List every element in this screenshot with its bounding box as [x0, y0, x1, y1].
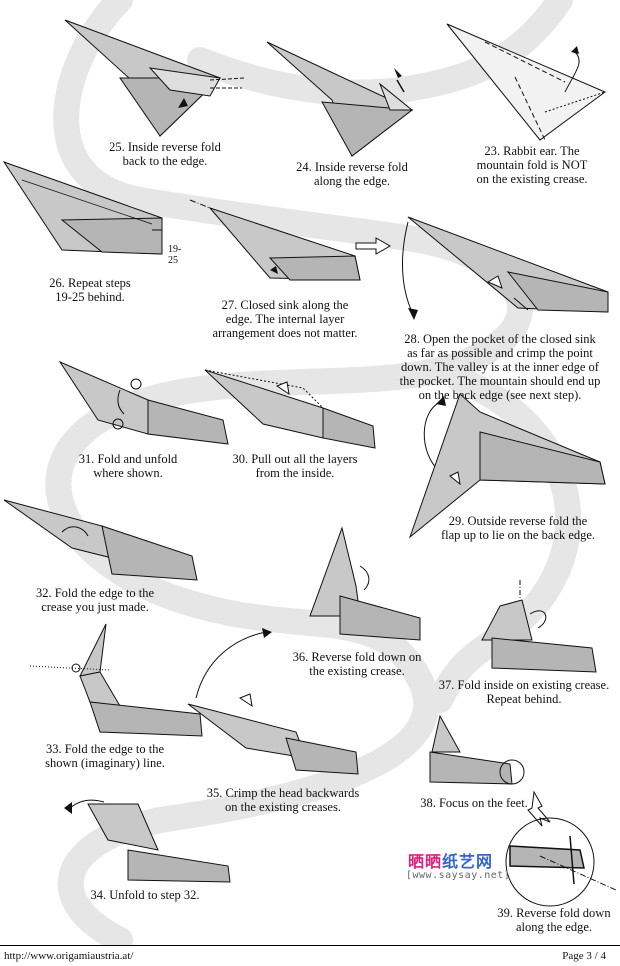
step-26-marker: 19-25: [168, 244, 182, 266]
step-33-diagram: [29, 623, 203, 737]
watermark: 晒晒纸艺网 [www.saysay.net]: [406, 848, 526, 888]
step-31-diagram: [58, 360, 229, 445]
step-37-diagram: [481, 580, 597, 673]
footer-url[interactable]: http://www.origamiaustria.at/: [4, 950, 134, 962]
step-26-diagram: [2, 161, 163, 255]
step-37-caption: 37. Fold inside on existing crease.Repea…: [438, 678, 610, 706]
step-32-diagram: [3, 499, 198, 581]
step-35-diagram: [187, 628, 359, 775]
step-38-caption: 38. Focus on the feet.: [420, 796, 528, 810]
watermark-url: [www.saysay.net]: [406, 870, 511, 881]
step-25-diagram: [64, 19, 246, 137]
step-27-diagram: [189, 199, 361, 281]
page-footer: http://www.origamiaustria.at/ Page 3 / 4: [0, 945, 620, 966]
step-29-diagram: [408, 393, 606, 539]
watermark-site-name: 晒晒纸艺网: [408, 852, 494, 871]
step-28-diagram: [401, 216, 609, 320]
step-34-diagram: [64, 799, 231, 883]
step-23-diagram: [446, 23, 606, 141]
transition-arrow: [355, 237, 392, 255]
page-number: Page 3 / 4: [562, 950, 606, 962]
step-34-caption: 34. Unfold to step 32.: [90, 888, 200, 902]
step-30-diagram: [204, 369, 376, 449]
step-39-diagram: [505, 790, 617, 907]
step-36-diagram: [309, 526, 421, 641]
step-24-diagram: [266, 41, 414, 157]
step-38-diagram: [429, 714, 525, 785]
